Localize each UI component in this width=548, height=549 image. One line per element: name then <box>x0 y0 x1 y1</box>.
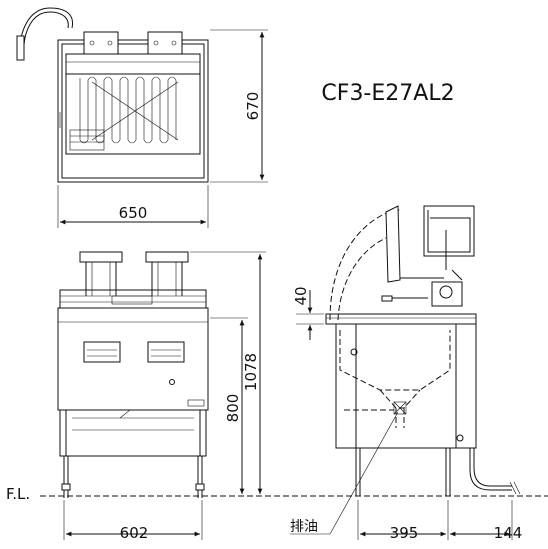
side-dim-395: 395 144 <box>357 500 523 542</box>
drain-label: 排油 <box>290 519 318 535</box>
total-height-label: 1078 <box>242 353 260 391</box>
top-depth-label: 670 <box>244 92 262 121</box>
side-dim-40: 40 <box>292 286 324 340</box>
side-depth-label: 395 <box>390 524 419 542</box>
front-dim-width: 602 <box>63 500 203 542</box>
front-width-label: 602 <box>120 524 149 542</box>
front-dim-1078: 1078 <box>190 251 266 494</box>
top-width-label: 650 <box>119 204 148 222</box>
top-dim-depth: 670 <box>210 29 268 183</box>
floor-level-label: F.L. <box>6 485 30 503</box>
top-dim-width: 650 <box>57 185 209 228</box>
floor-line: F.L. <box>6 485 548 503</box>
drain-callout: 排油 <box>290 411 399 535</box>
front-view <box>57 251 209 498</box>
side-rear-label: 144 <box>494 524 523 542</box>
side-view <box>325 205 521 496</box>
model-title: CF3-E27AL2 <box>321 81 454 106</box>
body-height-label: 800 <box>224 394 242 423</box>
top-view <box>16 7 209 183</box>
front-dim-800: 800 <box>210 317 248 494</box>
rim-drop-label: 40 <box>292 286 310 305</box>
